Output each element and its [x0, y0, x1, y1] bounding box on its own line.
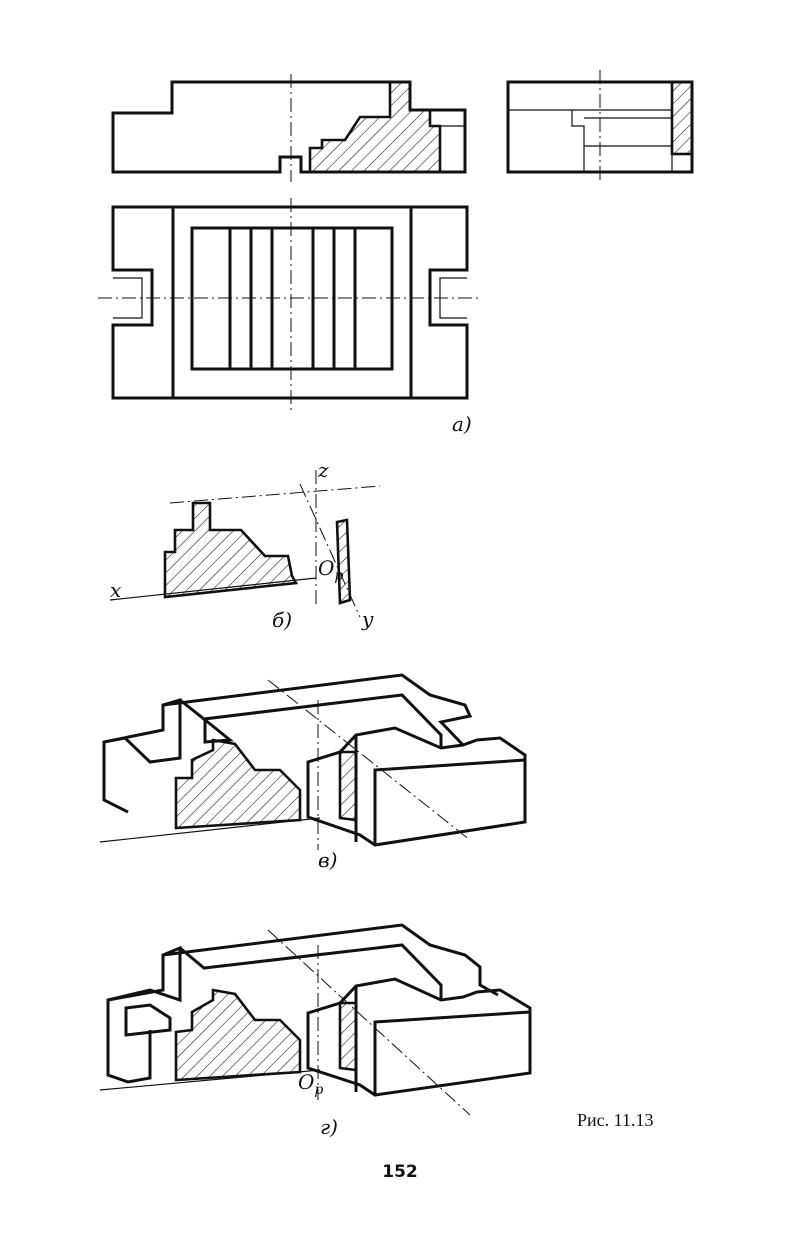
- figure-caption: Рис. 11.13: [577, 1110, 654, 1130]
- axes-view: [109, 470, 381, 618]
- profile-section-hatch: [163, 501, 299, 599]
- thin-section-hatch: [335, 518, 352, 605]
- page-number: 152: [382, 1162, 418, 1182]
- view-a-label: а): [452, 412, 472, 436]
- axis-z-label: z: [318, 458, 329, 482]
- front-view: [111, 74, 467, 182]
- view-b-label: б): [272, 608, 293, 632]
- origin-label-b: Op: [318, 556, 344, 584]
- view-v-label: в): [318, 848, 338, 872]
- axonometric-partial: [99, 673, 527, 850]
- axis-y-label: y: [362, 607, 374, 631]
- axis-x-label: x: [110, 578, 122, 602]
- partial-section-hatch: [174, 738, 302, 830]
- side-view: [506, 70, 694, 182]
- axonometric-full: [99, 923, 532, 1116]
- front-section-hatch: [308, 80, 442, 174]
- top-view: [98, 198, 482, 410]
- full-section-hatch: [174, 988, 302, 1082]
- side-section-hatch: [670, 80, 694, 156]
- view-g-label: г): [320, 1115, 338, 1139]
- origin-label-g: Op: [298, 1070, 324, 1098]
